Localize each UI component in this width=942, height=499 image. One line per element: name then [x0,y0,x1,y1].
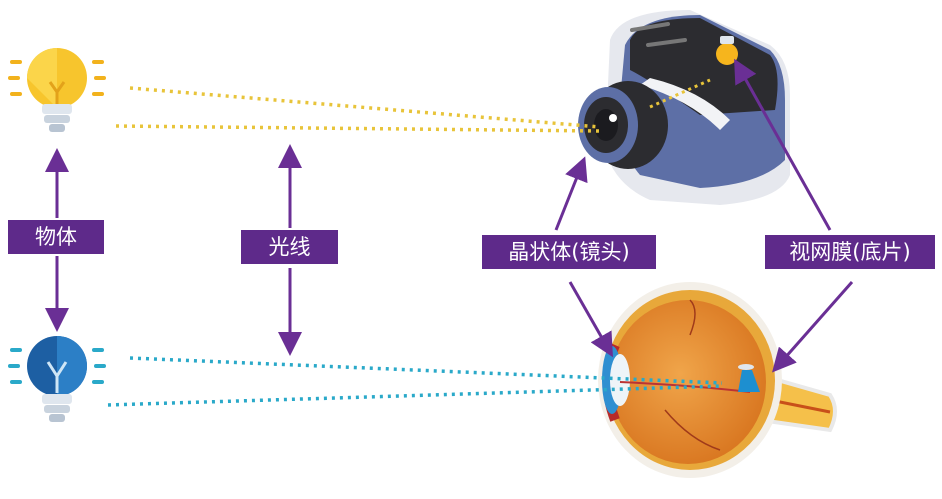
inverted-blue-bulb-icon [738,364,760,392]
label-object: 物体 [8,220,104,254]
yellow-lightbulb-icon [8,48,106,132]
label-lens: 晶状体(镜头) [482,235,656,269]
pointer-arrows [45,58,854,373]
inverted-bulb-icon [716,36,738,65]
label-retina: 视网膜(底片) [765,235,935,269]
blue-lightbulb-icon [8,336,106,422]
blue-light-rays [107,356,723,407]
yellow-light-rays [115,86,601,133]
label-light-rays: 光线 [241,230,338,264]
camera-illustration [578,10,790,205]
